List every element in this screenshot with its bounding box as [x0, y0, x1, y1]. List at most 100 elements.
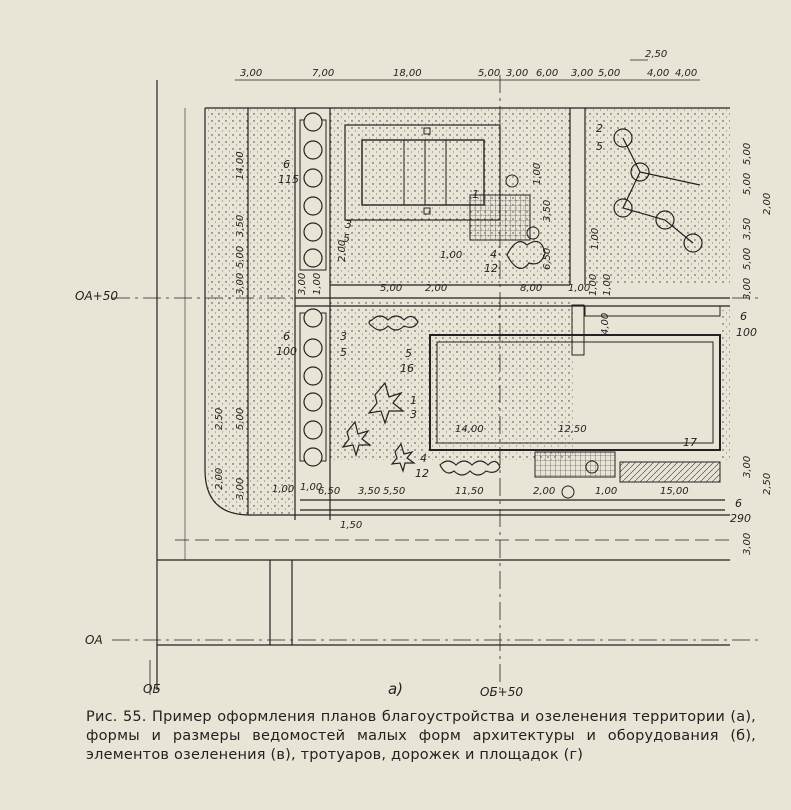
svg-text:3,50: 3,50: [742, 218, 753, 240]
svg-text:2,00: 2,00: [425, 283, 447, 294]
svg-text:16: 16: [400, 362, 414, 375]
svg-text:4,00: 4,00: [600, 313, 611, 335]
svg-text:2,50: 2,50: [762, 473, 773, 495]
svg-text:6: 6: [735, 497, 742, 510]
dim-top-extra: 2,50: [645, 49, 667, 60]
svg-text:12,50: 12,50: [558, 424, 587, 435]
svg-text:6: 6: [283, 330, 290, 343]
svg-text:100: 100: [276, 345, 297, 358]
svg-text:14,00: 14,00: [455, 424, 484, 435]
axis-ob50: ОБ+50: [480, 685, 523, 699]
svg-text:11,50: 11,50: [455, 486, 484, 497]
svg-text:8,00: 8,00: [520, 283, 542, 294]
axis-labels: ОА+50 ОА ОБ ОБ+50: [75, 289, 523, 699]
svg-text:2,00: 2,00: [214, 468, 225, 490]
dim-top-9: 4,00: [647, 68, 669, 79]
svg-text:3,00: 3,00: [742, 456, 753, 478]
svg-text:1: 1: [472, 188, 479, 201]
svg-text:6,50: 6,50: [542, 248, 553, 270]
svg-text:2: 2: [596, 122, 603, 135]
svg-text:1,00: 1,00: [440, 250, 462, 261]
right-dimensions: 5,00 5,00 2,00 3,50 5,00 3,00 6 100 3,00…: [730, 143, 773, 555]
svg-text:1,00: 1,00: [272, 484, 294, 495]
axis-ob: ОБ: [143, 682, 161, 696]
svg-text:6: 6: [740, 310, 747, 323]
left-dimensions: 14,00 3,50 5,00 3,00 2,50 5,00 2,00 3,00…: [214, 151, 294, 500]
svg-text:5: 5: [405, 347, 412, 360]
tree-group: [613, 128, 703, 253]
svg-text:14,00: 14,00: [235, 151, 246, 180]
svg-text:5,00: 5,00: [742, 173, 753, 195]
tree-rows: [303, 112, 323, 467]
svg-text:1,00: 1,00: [568, 283, 590, 294]
lawn-areas: [205, 108, 730, 515]
svg-text:17: 17: [683, 436, 697, 449]
svg-text:3,50: 3,50: [235, 215, 246, 237]
svg-text:1,00: 1,00: [602, 274, 613, 296]
dim-top-2: 7,00: [312, 68, 334, 79]
dim-top-5: 3,00: [506, 68, 528, 79]
figure-caption: Рис. 55. Пример оформления планов благоу…: [86, 709, 756, 763]
axis-oa: ОА: [85, 633, 103, 647]
shrubs: [341, 240, 546, 476]
svg-text:3: 3: [345, 218, 352, 231]
svg-text:2,50: 2,50: [214, 408, 225, 430]
svg-text:3,50: 3,50: [358, 486, 380, 497]
svg-text:5: 5: [596, 140, 603, 153]
svg-text:5,00: 5,00: [742, 143, 753, 165]
paving: [299, 119, 721, 483]
svg-text:1,00: 1,00: [588, 274, 599, 296]
svg-text:3,00: 3,00: [235, 273, 246, 295]
dim-top-8: 5,00: [598, 68, 620, 79]
svg-text:3,00: 3,00: [742, 533, 753, 555]
svg-text:1,00: 1,00: [595, 486, 617, 497]
svg-text:5,00: 5,00: [235, 408, 246, 430]
sports-court: [344, 124, 501, 221]
svg-text:115: 115: [278, 173, 299, 186]
equipment-marks: [505, 174, 599, 499]
svg-text:5,00: 5,00: [380, 283, 402, 294]
svg-text:3,50: 3,50: [542, 200, 553, 222]
svg-text:5,00: 5,00: [235, 246, 246, 268]
dim-top-7: 3,00: [571, 68, 593, 79]
svg-text:5: 5: [340, 346, 347, 359]
svg-text:6,50: 6,50: [318, 486, 340, 497]
axis-oa50: ОА+50: [75, 289, 118, 303]
svg-text:12: 12: [484, 262, 498, 275]
svg-text:3,00: 3,00: [297, 273, 308, 295]
svg-text:1,00: 1,00: [532, 163, 543, 185]
dim-top-4: 5,00: [478, 68, 500, 79]
dim-top-10: 4,00: [675, 68, 697, 79]
site-plan-drawing: 3,00 7,00 18,00 5,00 3,00 6,00 3,00 5,00…: [75, 49, 773, 699]
svg-text:2,00: 2,00: [533, 486, 555, 497]
svg-text:4: 4: [490, 248, 497, 261]
svg-text:3: 3: [410, 408, 417, 421]
inner-labels: 6 115 3 5 2,00 1,00 4 12 1,00 3,50 6,50 …: [276, 122, 689, 531]
dim-top-1: 3,00: [240, 68, 262, 79]
svg-text:5,50: 5,50: [383, 486, 405, 497]
svg-text:2,00: 2,00: [337, 240, 348, 262]
building: [429, 304, 721, 451]
svg-text:1,00: 1,00: [300, 482, 322, 493]
dim-top-3: 18,00: [393, 68, 422, 79]
svg-text:4: 4: [420, 452, 427, 465]
dim-top-6: 6,00: [536, 68, 558, 79]
svg-text:15,00: 15,00: [660, 486, 689, 497]
svg-text:290: 290: [730, 512, 751, 525]
svg-text:100: 100: [736, 326, 757, 339]
top-dimensions: 3,00 7,00 18,00 5,00 3,00 6,00 3,00 5,00…: [240, 49, 697, 79]
svg-text:3,00: 3,00: [742, 278, 753, 300]
svg-text:3: 3: [340, 330, 347, 343]
svg-text:5,00: 5,00: [742, 248, 753, 270]
svg-text:1,00: 1,00: [590, 228, 601, 250]
subfigure-label: а): [387, 680, 404, 698]
zone-numbers: 1 17: [472, 188, 697, 449]
svg-text:1: 1: [410, 394, 417, 407]
svg-text:1,00: 1,00: [312, 273, 323, 295]
svg-text:12: 12: [415, 467, 429, 480]
top-dimension-line: [235, 59, 700, 81]
svg-text:6: 6: [283, 158, 290, 171]
svg-text:3,00: 3,00: [235, 478, 246, 500]
site-boundaries: [156, 80, 730, 690]
svg-text:5: 5: [343, 232, 350, 245]
